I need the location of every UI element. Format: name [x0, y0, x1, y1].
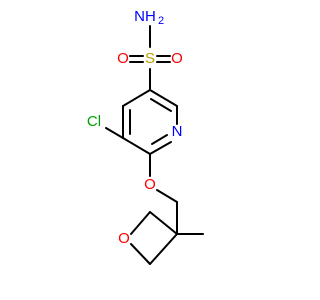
bond-n-c6: [149, 141, 172, 155]
oxetane-oxygen-label: O: [118, 230, 130, 247]
bond-cq-ctop: [149, 211, 178, 235]
bond-cq-cbottom: [149, 233, 178, 265]
bond-c6-c5: [122, 137, 151, 155]
molecule-structure-diagram: NH 2 S O O N Cl O O: [87, 8, 204, 265]
sulfonamide-nitrogen-label: NH: [134, 8, 156, 25]
bond-n-c6-inner: [151, 134, 168, 145]
bond-c3-c2-inner: [150, 98, 172, 112]
bond-layer: [105, 25, 204, 265]
ether-oxygen-label: O: [144, 176, 156, 193]
bond-c3-c2: [149, 89, 178, 107]
pyridine-nitrogen-label: N: [172, 123, 183, 140]
sulfonyl-oxygen-right-label: O: [171, 50, 183, 67]
bond-c4-c3: [122, 89, 151, 107]
sulfonyl-oxygen-left-label: O: [117, 50, 129, 67]
bond-cbottom-o: [130, 243, 151, 265]
sulfur-label: S: [145, 50, 155, 67]
atom-label-layer: NH 2 S O O N Cl O O: [87, 8, 183, 247]
bond-ctop-o: [130, 211, 151, 235]
bond-o-ch2: [156, 189, 178, 203]
chlorine-label: Cl: [87, 113, 101, 130]
sulfonamide-nitrogen-subscript: 2: [158, 15, 164, 27]
bond-c5-cl: [105, 127, 124, 139]
